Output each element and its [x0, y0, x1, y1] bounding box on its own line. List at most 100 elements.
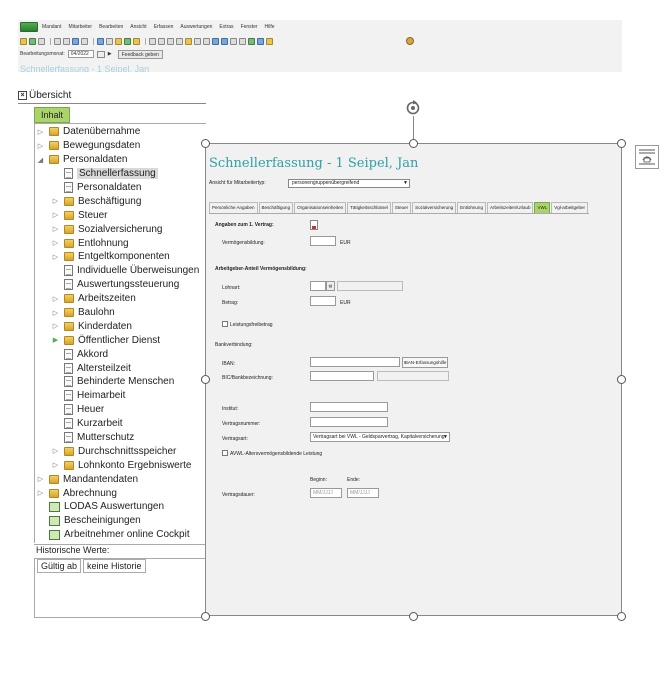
history-col-valid-from[interactable]: Gültig ab [37, 559, 82, 573]
tab-beschaeftigung[interactable]: Beschäftigung [258, 202, 294, 213]
next-month-icon[interactable]: ▶ [107, 51, 112, 57]
collapsed-arrow-icon[interactable]: ▷ [52, 323, 59, 331]
tree-item[interactable]: Kurzarbeit [36, 417, 206, 431]
institut-input[interactable] [310, 402, 388, 412]
tree-item[interactable]: ▷Lohnkonto Ergebniswerte [36, 458, 206, 472]
expanded-arrow-icon[interactable]: ◢ [37, 156, 44, 164]
ende-input[interactable]: MM/JJJJ [347, 488, 379, 498]
collapsed-arrow-icon[interactable]: ▷ [52, 198, 59, 206]
nav-first-icon[interactable] [230, 37, 237, 45]
forward-icon[interactable] [72, 37, 79, 45]
iban-help-button[interactable]: IBAN-Erfassungshilfe [402, 357, 448, 368]
collapsed-arrow-icon[interactable]: ▷ [52, 226, 59, 234]
resize-handle-top-left[interactable] [201, 139, 210, 148]
tab-arbeitszeiten-urlaub[interactable]: Arbeitszeiten/Urlaub [486, 202, 534, 213]
beginn-input[interactable]: MM/JJJJ [310, 488, 342, 498]
print-icon[interactable] [54, 37, 61, 45]
collapsed-arrow-icon[interactable]: ▷ [37, 128, 44, 136]
tree-item[interactable]: Altersteilzeit [36, 361, 206, 375]
layout-options-button[interactable] [635, 145, 659, 169]
export-icon[interactable] [203, 37, 210, 45]
avwl-checkbox[interactable] [222, 450, 228, 456]
tree-item[interactable]: LODAS Auswertungen [36, 500, 206, 514]
filter-icon[interactable] [185, 37, 192, 45]
user-icon[interactable] [406, 37, 414, 45]
picture-frame[interactable]: Schnellerfassung - 1 Seipel, Jan Ansicht… [205, 143, 622, 616]
dropdown-arrow-icon[interactable]: ▼ [403, 180, 408, 186]
resize-handle-bottom-left[interactable] [201, 612, 210, 621]
tree-item[interactable]: ▷Baulohn [36, 306, 206, 320]
menu-hilfe[interactable]: Hilfe [264, 24, 275, 30]
tree-item[interactable]: ▷Datenübernahme [36, 125, 206, 139]
tree-item[interactable]: ▶Öffentlicher Dienst [36, 333, 206, 347]
menu-erfassen[interactable]: Erfassen [153, 24, 174, 30]
preview-icon[interactable] [63, 37, 70, 45]
document-icon[interactable] [310, 220, 318, 230]
menu-mitarbeiter[interactable]: Mitarbeiter [68, 24, 93, 30]
collapsed-arrow-icon[interactable]: ▷ [52, 240, 59, 248]
resize-handle-bottom[interactable] [409, 612, 418, 621]
paste-icon[interactable] [167, 37, 174, 45]
menu-auswertungen[interactable]: Auswertungen [180, 24, 213, 30]
tab-entlohnung[interactable]: Entlohnung [457, 202, 486, 213]
leistungsfreibetrag-checkbox[interactable] [222, 321, 228, 327]
resize-handle-left[interactable] [201, 375, 210, 384]
nav-prev-icon[interactable] [212, 37, 219, 45]
tree-item[interactable]: Behinderte Menschen [36, 375, 206, 389]
copy-icon[interactable] [158, 37, 165, 45]
collapsed-arrow-icon[interactable]: ▶ [52, 337, 59, 345]
resize-handle-right[interactable] [617, 375, 626, 384]
list-icon[interactable] [106, 37, 113, 45]
calc-icon[interactable] [97, 37, 104, 45]
vermoegensbildung-input[interactable] [310, 236, 336, 246]
new-icon[interactable] [29, 37, 36, 45]
resize-handle-top[interactable] [409, 139, 418, 148]
tree-item[interactable]: Heuer [36, 403, 206, 417]
tree-item[interactable]: Akkord [36, 347, 206, 361]
collapsed-arrow-icon[interactable]: ▷ [37, 476, 44, 484]
tree-item[interactable]: ▷Arbeitszeiten [36, 292, 206, 306]
tab-steuer[interactable]: Steuer [391, 202, 412, 213]
menu-extras[interactable]: Extras [219, 24, 234, 30]
tab-vgl-arbeitgeber[interactable]: Vgl-arbeitgeber [551, 202, 589, 213]
collapsed-arrow-icon[interactable]: ▷ [52, 212, 59, 220]
save-icon[interactable] [38, 37, 45, 45]
tree-item[interactable]: ▷Durchschnittsspeicher [36, 444, 206, 458]
calendar-icon[interactable] [96, 50, 105, 58]
refresh-icon[interactable] [248, 37, 255, 45]
tree-item[interactable]: ▷Kinderdaten [36, 319, 206, 333]
dropdown-arrow-icon[interactable]: ▼ [443, 434, 448, 440]
resize-handle-top-right[interactable] [617, 139, 626, 148]
tab-inhalt[interactable]: Inhalt [34, 107, 70, 123]
docs-icon[interactable] [266, 37, 273, 45]
tree-item[interactable]: Mutterschutz [36, 431, 206, 445]
collapsed-arrow-icon[interactable]: ▷ [52, 448, 59, 456]
history-col-none[interactable]: keine Historie [83, 559, 146, 573]
month-input[interactable]: 04/2022 [67, 50, 94, 58]
tab-sozialversicherung[interactable]: Sozialversicherung [412, 202, 457, 213]
search-icon[interactable] [176, 37, 183, 45]
collapsed-arrow-icon[interactable]: ▷ [52, 253, 59, 261]
lohnart-input[interactable] [310, 281, 326, 291]
tree-item[interactable]: Schnellerfassung [36, 167, 206, 181]
collapsed-arrow-icon[interactable]: ▷ [52, 295, 59, 303]
iban-input[interactable] [310, 357, 400, 367]
collapsed-arrow-icon[interactable]: ▷ [37, 142, 44, 150]
open-icon[interactable] [20, 37, 27, 45]
person-folder-icon[interactable] [115, 37, 122, 45]
collapsed-arrow-icon[interactable]: ▷ [37, 490, 44, 498]
tree-item[interactable]: ▷Entgeltkomponenten [36, 250, 206, 264]
nav-next-icon[interactable] [221, 37, 228, 45]
tree-item[interactable]: ▷Steuer [36, 208, 206, 222]
tab-organisationseinheiten[interactable]: Organisationseinheiten [294, 202, 347, 213]
tree-item[interactable]: ▷Abrechnung [36, 486, 206, 500]
menu-fenster[interactable]: Fenster [240, 24, 258, 30]
tree-item[interactable]: ◢Personaldaten [36, 153, 206, 167]
menu-ansicht[interactable]: Ansicht [130, 24, 147, 30]
tree-item[interactable]: ▷Beschäftigung [36, 194, 206, 208]
grid-icon[interactable] [81, 37, 88, 45]
lohnart-lookup-icon[interactable]: ▤ [326, 281, 335, 291]
cut-icon[interactable] [149, 37, 156, 45]
menu-bearbeiten[interactable]: Bearbeiten [99, 24, 124, 30]
tree-item[interactable]: Personaldaten [36, 181, 206, 195]
